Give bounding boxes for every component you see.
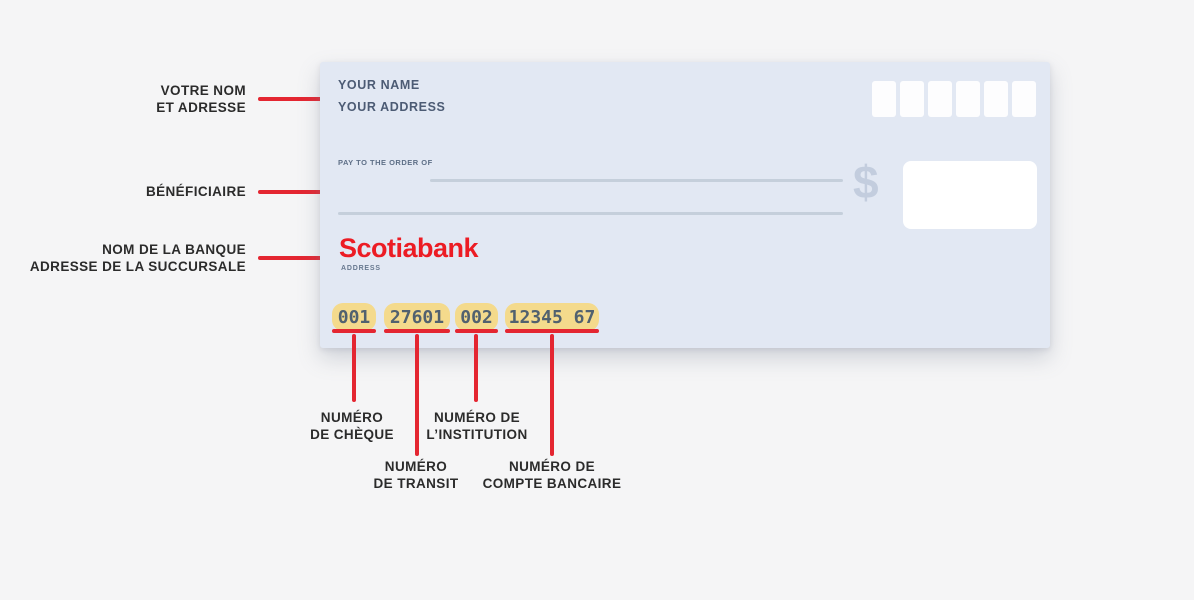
date-box [928, 81, 952, 117]
pay-to-order-label: PAY TO THE ORDER OF [338, 158, 433, 167]
underline-transit-number [384, 329, 450, 333]
date-box [900, 81, 924, 117]
annotation-line: COMPTE BANCAIRE [482, 476, 622, 491]
bank-address-label: ADDRESS [341, 265, 381, 272]
underline-institution-number [455, 329, 498, 333]
annotation-line: NUMÉRO DE [433, 410, 521, 425]
annotation-line: BÉNÉFICIAIRE [145, 184, 246, 199]
annotation-your-name-address: VOTRE NOM ET ADRESSE [0, 82, 246, 116]
connector-account-number [550, 334, 554, 456]
underline-cheque-number [332, 329, 376, 333]
amount-box [903, 161, 1037, 229]
annotation-line: ADRESSE DE LA SUCCURSALE [29, 259, 246, 274]
date-box [872, 81, 896, 117]
connector-transit-number [415, 334, 419, 456]
dollar-sign: $ [853, 156, 879, 208]
annotation-beneficiaire: BÉNÉFICIAIRE [0, 183, 246, 200]
connector-cheque-number [352, 334, 356, 402]
cheque-number-highlight: 001 [332, 303, 376, 331]
annotation-line: DE TRANSIT [373, 476, 459, 491]
underline-account-number [505, 329, 599, 333]
annotation-line: NUMÉRO [384, 459, 448, 474]
payer-name: YOUR NAME [338, 78, 420, 92]
annotation-bank-name-address: NOM DE LA BANQUE ADRESSE DE LA SUCCURSAL… [0, 241, 246, 275]
scotiabank-logo: Scotiabank [339, 233, 479, 263]
annotation-line: ET ADRESSE [156, 100, 246, 115]
annotation-line: NUMÉRO [320, 410, 384, 425]
date-box [984, 81, 1008, 117]
transit-number-highlight: 27601 [384, 303, 450, 331]
connector-line [258, 97, 328, 101]
connector-line [258, 190, 328, 194]
date-box [956, 81, 980, 117]
annotation-numero-institution: NUMÉRO DE L’INSTITUTION [372, 409, 582, 443]
annotation-line: NOM DE LA BANQUE [102, 242, 246, 257]
payer-address: YOUR ADDRESS [338, 100, 446, 114]
cheque: YOUR NAME YOUR ADDRESS PAY TO THE ORDER … [320, 62, 1050, 348]
institution-number-highlight: 002 [455, 303, 498, 331]
annotation-numero-transit: NUMÉRO DE TRANSIT [311, 458, 521, 492]
date-box [1012, 81, 1036, 117]
connector-institution-number [474, 334, 478, 402]
annotation-numero-compte: NUMÉRO DE COMPTE BANCAIRE [447, 458, 657, 492]
amount-words-line [338, 212, 843, 215]
annotation-line: L’INSTITUTION [426, 427, 528, 442]
payee-line [430, 179, 843, 182]
annotation-line: VOTRE NOM [160, 83, 246, 98]
annotation-line: NUMÉRO DE [508, 459, 596, 474]
account-number-highlight: 12345 67 [505, 303, 599, 331]
date-boxes [872, 81, 1036, 117]
annotation-numero-cheque: NUMÉRO DE CHÈQUE [247, 409, 457, 443]
connector-line [258, 256, 328, 260]
annotation-line: DE CHÈQUE [310, 427, 394, 442]
